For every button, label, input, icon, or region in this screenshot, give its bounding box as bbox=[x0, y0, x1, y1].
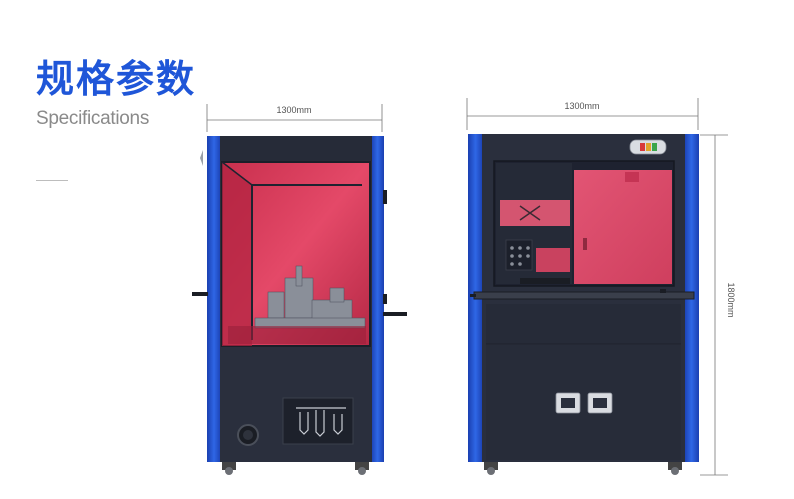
title-divider bbox=[36, 180, 68, 181]
front-width-dimension: 1300mm bbox=[466, 98, 699, 130]
side-width-dimension: 1300mm bbox=[206, 104, 383, 132]
front-width-label: 1300mm bbox=[564, 101, 599, 111]
page-subtitle: Specifications bbox=[36, 108, 150, 129]
side-width-label: 1300mm bbox=[276, 105, 311, 115]
front-height-label: 1800mm bbox=[726, 282, 736, 317]
side-view-machine bbox=[192, 136, 407, 475]
front-view-machine bbox=[468, 134, 699, 475]
front-height-dimension: 1800mm bbox=[700, 134, 736, 476]
page-title: 规格参数 bbox=[36, 57, 197, 101]
